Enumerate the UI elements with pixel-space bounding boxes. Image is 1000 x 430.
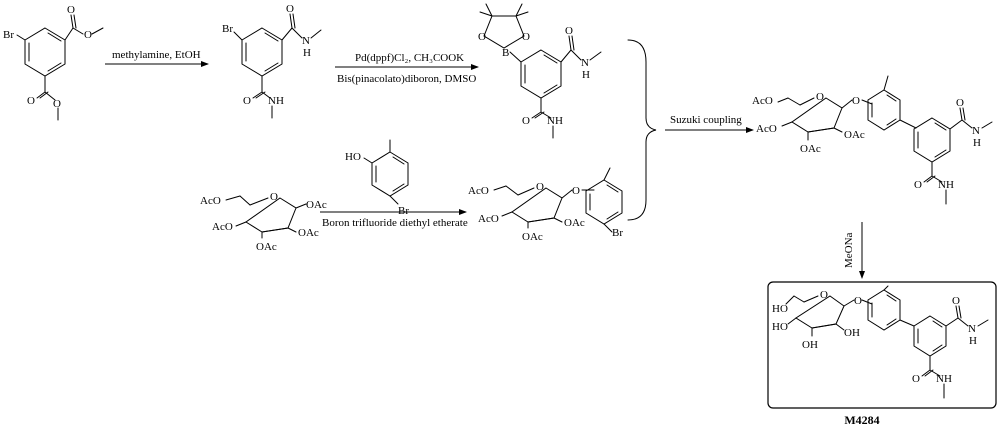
atom-label: HO: [772, 321, 788, 333]
atom-label: HO: [345, 151, 361, 163]
atom-label: NH: [936, 373, 952, 385]
atom-label: O: [912, 373, 920, 385]
atom-label: B: [502, 47, 509, 59]
atom-label: N: [968, 323, 976, 335]
atom-label: NH: [547, 115, 563, 127]
atom-label: O: [852, 95, 860, 107]
bromocresol-reagent-structure: [363, 139, 409, 205]
final-product-box: [767, 281, 997, 409]
final-product-structure: [785, 285, 989, 399]
atom-label: O: [820, 289, 828, 301]
atom-label: OAc: [844, 129, 865, 141]
bromophenyl-mannoside-structure: [493, 167, 623, 233]
atom-label: AcO: [752, 95, 773, 107]
atom-label: H: [582, 69, 590, 81]
atom-label: O: [816, 91, 824, 103]
atom-label: Br: [222, 23, 233, 35]
atom-label: O: [565, 25, 573, 37]
reagent-label: Suzuki coupling: [670, 114, 742, 126]
atom-label: OH: [802, 339, 818, 351]
atom-label: AcO: [478, 213, 499, 225]
atom-label: NH: [268, 95, 284, 107]
boronate-isophthalamide-structure: [479, 3, 602, 139]
acetylated-mannose-structure: [225, 195, 307, 239]
atom-label: H: [969, 335, 977, 347]
atom-label: O: [478, 31, 486, 43]
dimethyl-bromoisophthalate-structure: [16, 14, 104, 121]
atom-label: O: [270, 191, 278, 203]
atom-label: O: [522, 115, 530, 127]
atom-label: AcO: [200, 195, 221, 207]
atom-label: H: [973, 137, 981, 149]
atom-label: O: [53, 98, 61, 110]
atom-label: Br: [3, 29, 14, 41]
atom-label: O: [243, 95, 251, 107]
reagent-label: Bis(pinacolato)diboron, DMSO: [337, 73, 476, 85]
atom-label: N: [302, 35, 310, 47]
atom-label: H: [303, 47, 311, 59]
atom-label: Br: [398, 205, 409, 217]
atom-label: HO: [772, 303, 788, 315]
atom-label: NH: [938, 179, 954, 191]
atom-label: O: [914, 179, 922, 191]
atom-label: OH: [844, 327, 860, 339]
reagent-label: MeONa: [843, 232, 855, 268]
atom-label: O: [572, 185, 580, 197]
atom-label: N: [581, 57, 589, 69]
atom-label: OAc: [522, 231, 543, 243]
atom-label: O: [522, 31, 530, 43]
atom-label: O: [286, 3, 294, 15]
atom-label: OAc: [298, 227, 319, 239]
atom-label: OAc: [800, 143, 821, 155]
atom-label: OAc: [256, 241, 277, 253]
atom-label: O: [952, 295, 960, 307]
atom-label: N: [972, 125, 980, 137]
atom-label: O: [536, 181, 544, 193]
reagent-label: Pd(dppf)Cl₂, CH₃COOK: [355, 52, 464, 64]
atom-label: AcO: [468, 185, 489, 197]
atom-label: OAc: [564, 217, 585, 229]
atom-label: AcO: [756, 123, 777, 135]
atom-label: O: [27, 95, 35, 107]
atom-label: O: [854, 295, 862, 307]
atom-label: OAc: [306, 199, 327, 211]
atom-label: O: [67, 4, 75, 16]
acetylated-biaryl-product-structure: [777, 75, 993, 205]
atom-label: AcO: [212, 221, 233, 233]
combining-brace: [627, 39, 657, 221]
reagent-label: Boron trifluoride diethyl etherate: [322, 217, 468, 229]
atom-label: Br: [612, 227, 623, 239]
atom-label: O: [84, 29, 92, 41]
atom-label: O: [956, 97, 964, 109]
bromo-dimethylisophthalamide-structure: [233, 13, 322, 119]
reagent-label: methylamine, EtOH: [112, 49, 201, 61]
product-label: M4284: [844, 413, 879, 427]
